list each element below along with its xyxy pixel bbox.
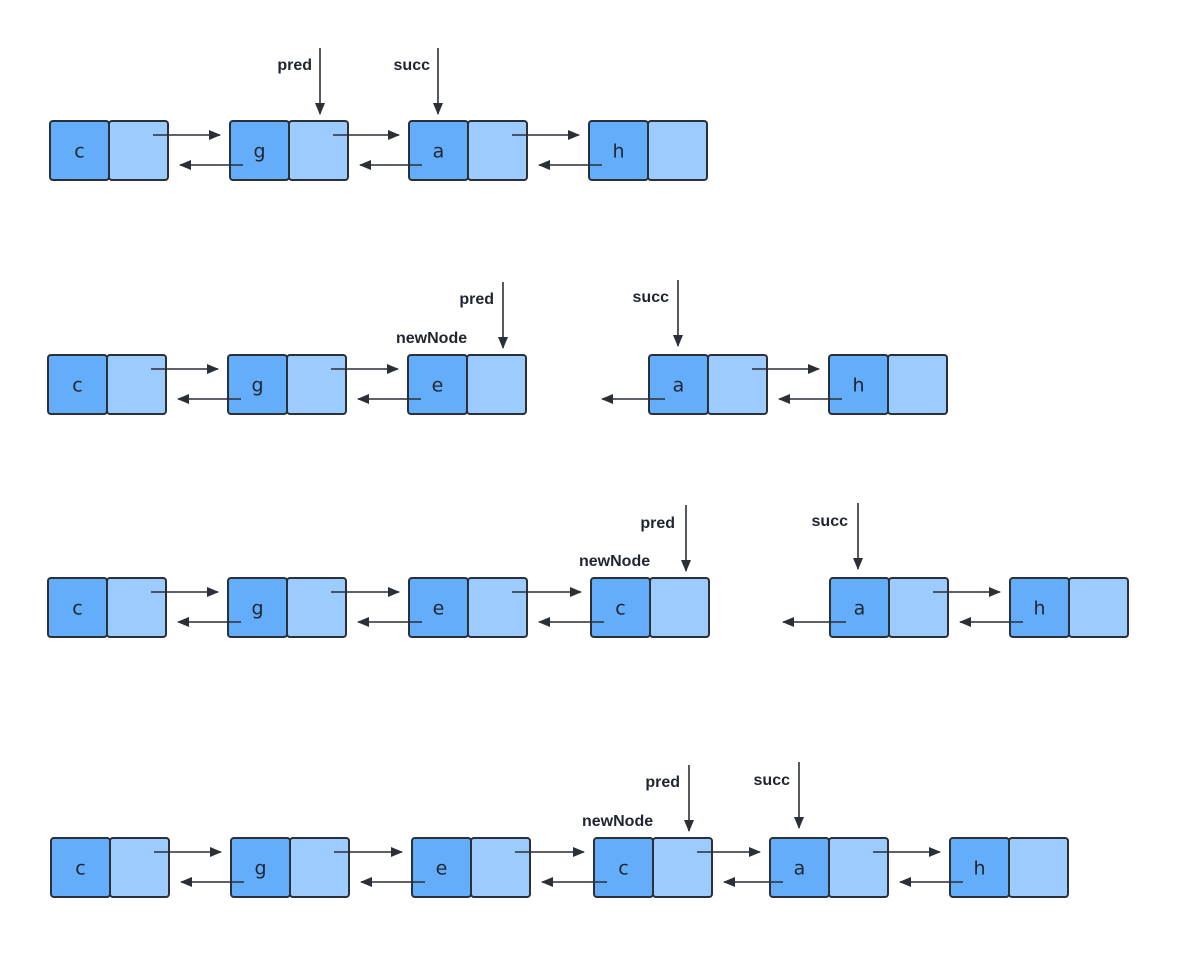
new-node-label: newNode — [396, 330, 467, 347]
node-pointer-cell — [466, 354, 527, 415]
list-node: a — [408, 120, 528, 181]
node-value-text: c — [75, 858, 85, 880]
node-value-text: e — [436, 858, 448, 880]
node-pointer-cell — [286, 354, 347, 415]
node-pointer-cell — [652, 837, 713, 898]
succ-label: succ — [754, 772, 791, 789]
node-value-text: a — [854, 598, 866, 620]
node-pointer-cell — [887, 354, 948, 415]
list-node: c — [47, 577, 167, 638]
list-node: g — [227, 354, 347, 415]
node-pointer-cell — [286, 577, 347, 638]
list-node: e — [411, 837, 531, 898]
node-pointer-cell — [467, 577, 528, 638]
list-node: e — [407, 354, 527, 415]
node-value-text: h — [612, 141, 624, 163]
list-node: c — [590, 577, 710, 638]
node-pointer-cell — [1008, 837, 1069, 898]
node-value-text: e — [433, 598, 445, 620]
node-pointer-cell — [888, 577, 949, 638]
links-row-4 — [154, 847, 963, 887]
new-node-label: newNode — [582, 813, 653, 830]
node-value-text: e — [432, 375, 444, 397]
links-row-3 — [151, 587, 1023, 627]
list-node: a — [829, 577, 949, 638]
node-pointer-cell — [108, 120, 169, 181]
node-pointer-cell — [647, 120, 708, 181]
node-pointer-cell — [649, 577, 710, 638]
node-value-text: a — [673, 375, 685, 397]
pred-label: pred — [459, 291, 494, 308]
pointers-row-3: pred succ newNode — [579, 503, 863, 572]
links-row-1 — [153, 130, 602, 170]
node-value-text: c — [72, 375, 82, 397]
node-pointer-cell — [106, 354, 167, 415]
list-node: e — [408, 577, 528, 638]
list-node: c — [47, 354, 167, 415]
list-node: g — [230, 837, 350, 898]
list-node: c — [49, 120, 169, 181]
node-pointer-cell — [467, 120, 528, 181]
succ-label: succ — [812, 513, 849, 530]
new-node-label: newNode — [579, 553, 650, 570]
node-pointer-cell — [106, 577, 167, 638]
links-row-2 — [151, 364, 842, 404]
pointers-row-1: pred succ — [277, 48, 443, 115]
node-value-text: h — [852, 375, 864, 397]
node-pointer-cell — [707, 354, 768, 415]
node-pointer-cell — [289, 837, 350, 898]
list-node: c — [593, 837, 713, 898]
node-value-text: h — [973, 858, 985, 880]
pointers-row-2: pred succ newNode — [396, 280, 683, 349]
node-pointer-cell — [470, 837, 531, 898]
node-value-text: g — [251, 375, 263, 397]
succ-label: succ — [394, 57, 431, 74]
list-node: h — [949, 837, 1069, 898]
list-node: h — [828, 354, 948, 415]
node-value-text: c — [618, 858, 628, 880]
pred-label: pred — [645, 774, 680, 791]
node-value-text: g — [254, 858, 266, 880]
list-node: g — [229, 120, 349, 181]
node-pointer-cell — [288, 120, 349, 181]
node-value-text: g — [251, 598, 263, 620]
pointers-row-4: pred succ newNode — [582, 762, 804, 832]
list-node: g — [227, 577, 347, 638]
list-node: a — [648, 354, 768, 415]
node-value-text: g — [253, 141, 265, 163]
list-node: h — [588, 120, 708, 181]
node-pointer-cell — [1068, 577, 1129, 638]
pred-label: pred — [640, 515, 675, 532]
list-node: c — [50, 837, 170, 898]
node-value-text: a — [433, 141, 445, 163]
list-node: h — [1009, 577, 1129, 638]
node-value-text: c — [74, 141, 84, 163]
succ-label: succ — [633, 289, 670, 306]
node-value-text: c — [72, 598, 82, 620]
node-value-text: a — [794, 858, 806, 880]
node-pointer-cell — [828, 837, 889, 898]
pred-label: pred — [277, 57, 312, 74]
node-pointer-cell — [109, 837, 170, 898]
node-value-text: h — [1033, 598, 1045, 620]
node-value-text: c — [615, 598, 625, 620]
list-node: a — [769, 837, 889, 898]
